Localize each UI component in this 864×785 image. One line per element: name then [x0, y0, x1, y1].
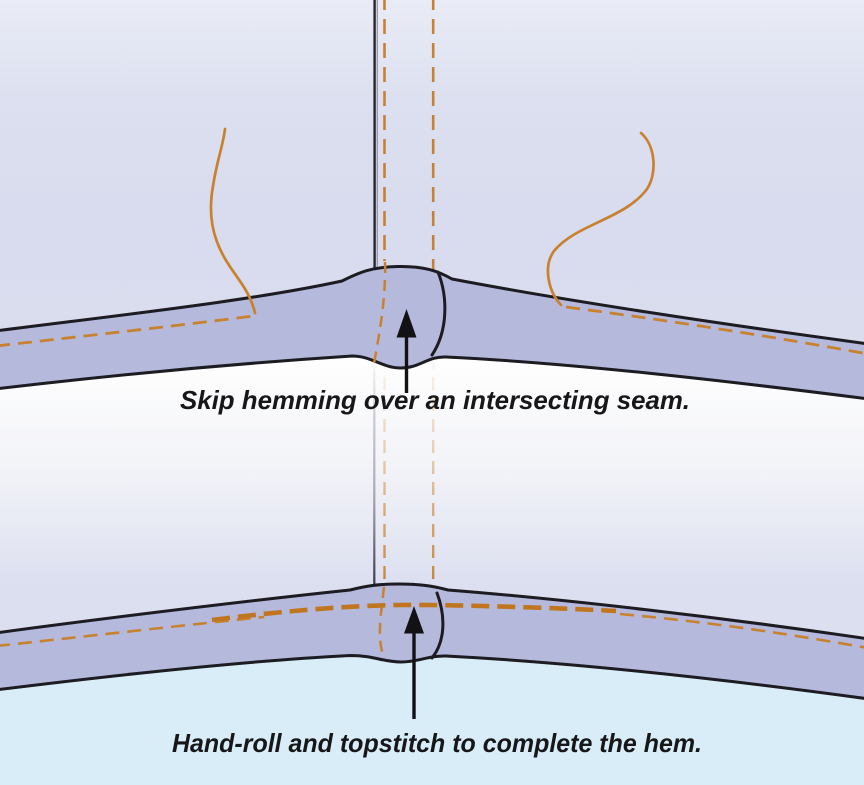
arrow-head: [404, 606, 424, 634]
seam-ghost-lines: [373, 356, 435, 589]
bottom-bump-stitch-curve: [378, 586, 386, 656]
arrow-head: [396, 309, 417, 338]
top-bump-fold-line: [430, 270, 447, 357]
bottom-hem-band: [0, 582, 864, 700]
up-arrow-icon: [404, 606, 424, 719]
hem-stitches-right: [565, 305, 864, 355]
top-bump-stitch-curve: [371, 261, 387, 370]
bottom-hem-stitches-right: [619, 612, 864, 649]
bottom-panel: [0, 582, 864, 719]
bottom-bump-fold-line: [430, 591, 445, 660]
top-hem-band: [0, 264, 864, 400]
top-panel: [0, 0, 864, 400]
thread-tail-left: [209, 127, 257, 315]
caption-hand-roll-topstitch: Hand-roll and topstitch to complete the …: [172, 728, 702, 758]
caption-skip-hemming: Skip hemming over an intersecting seam.: [180, 385, 690, 415]
up-arrow-icon: [396, 309, 417, 393]
below-hem-background: [0, 655, 864, 785]
hem-stitches-left: [0, 314, 254, 347]
bottom-hem-stitches-left: [0, 615, 265, 647]
topstitch-line: [211, 602, 617, 623]
thread-tail-right: [546, 131, 655, 307]
